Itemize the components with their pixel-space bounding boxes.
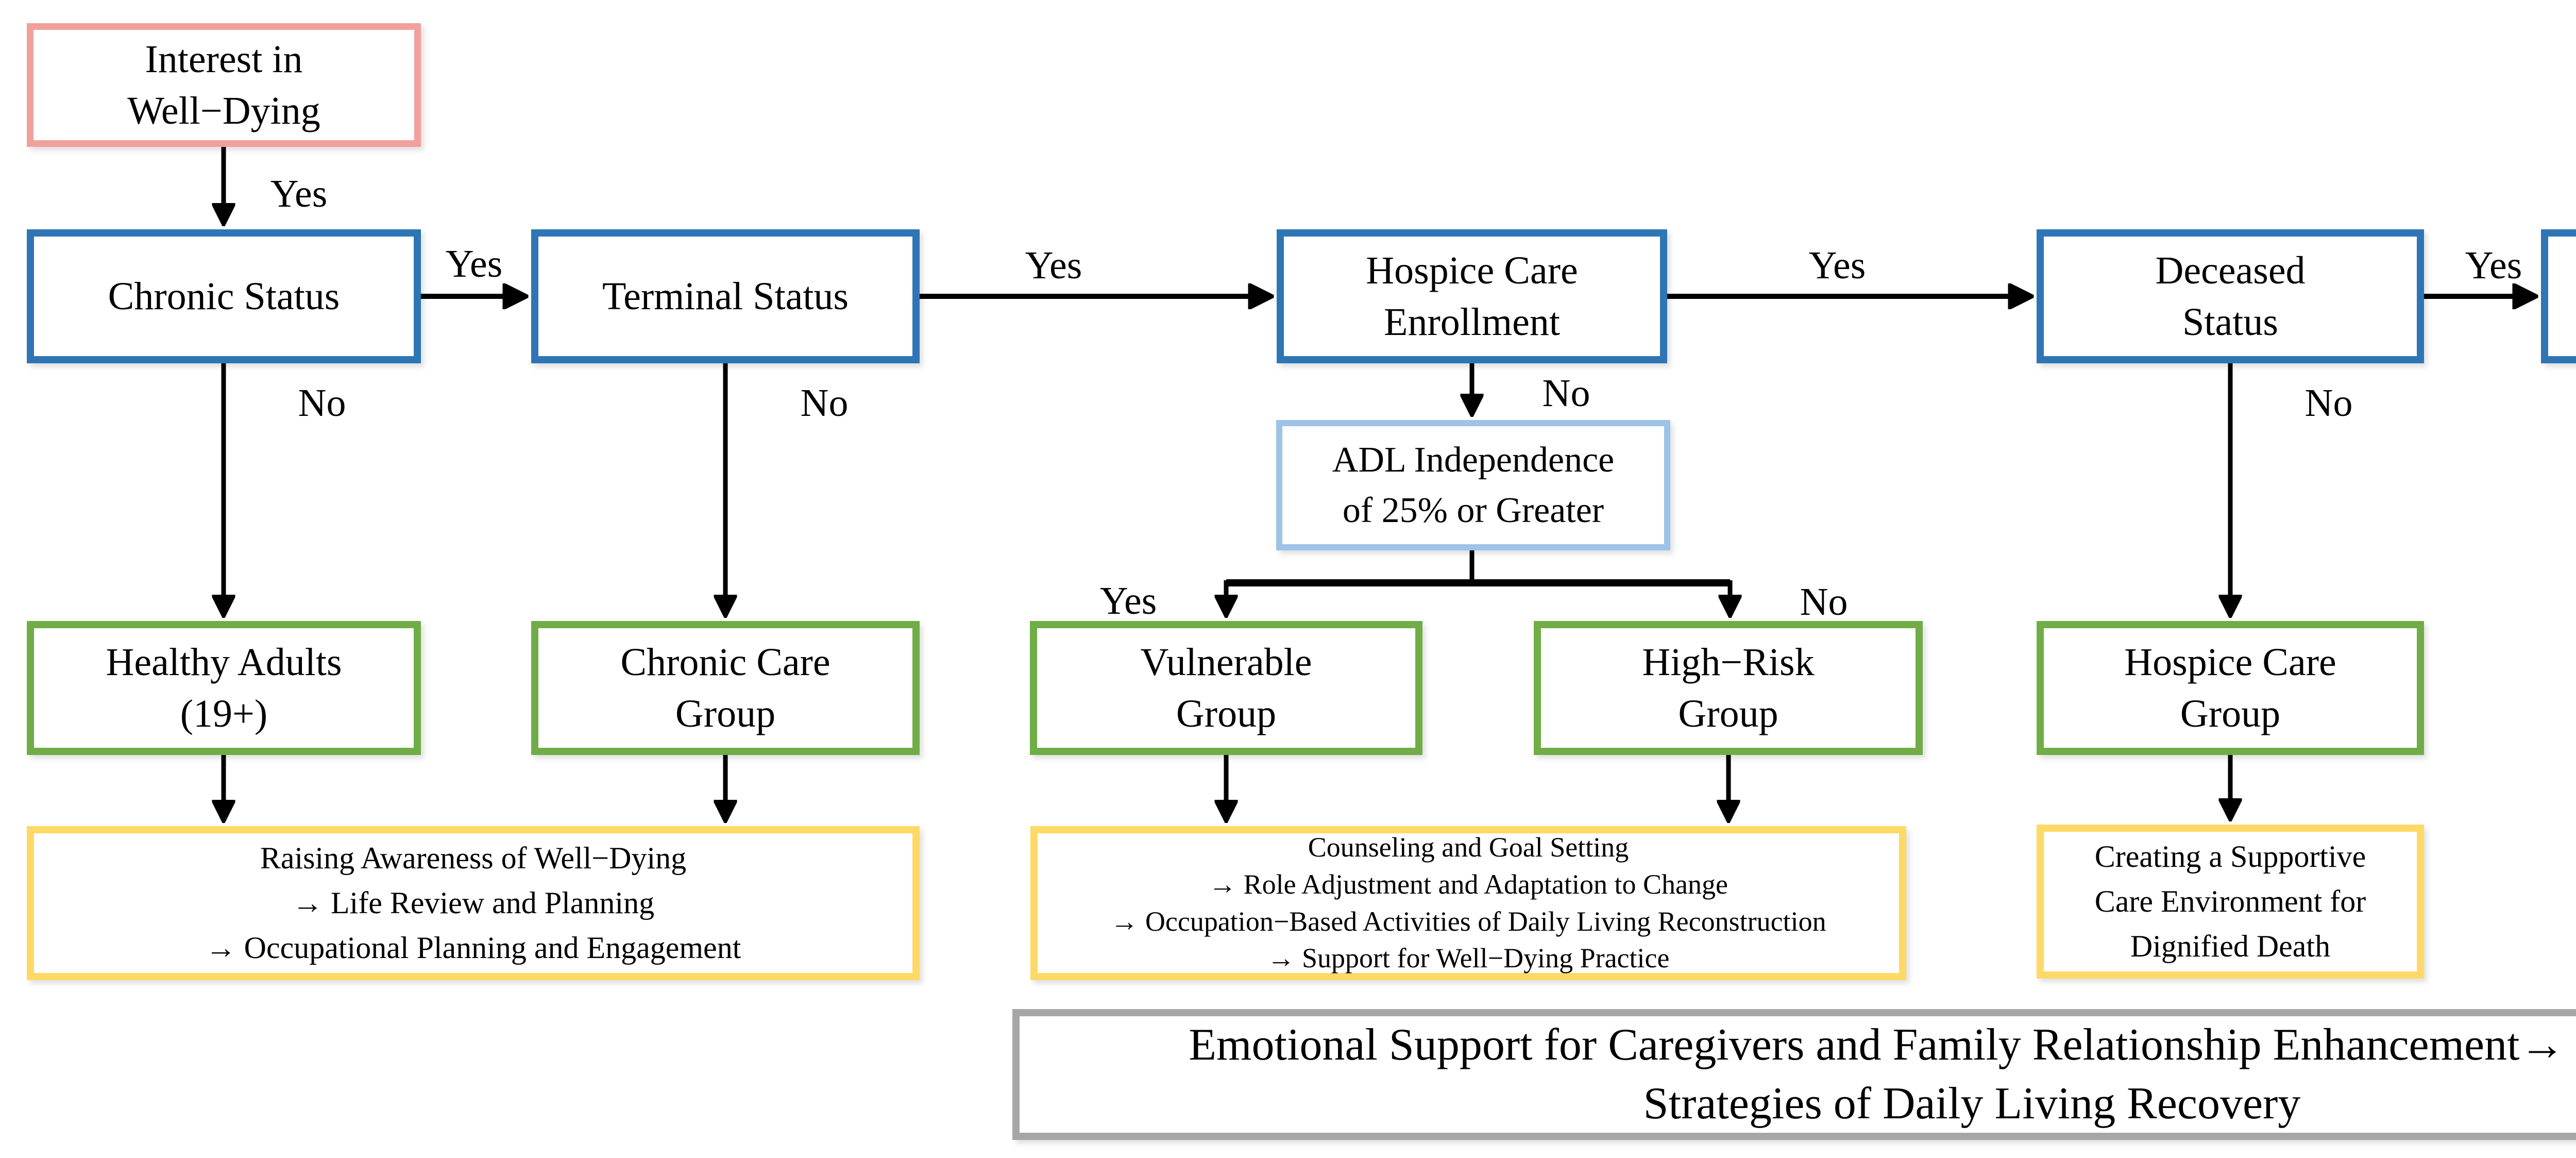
edge-label-yes-terminal: Yes [1025, 244, 1082, 287]
program-line: → Support for Well−Dying Practice [1267, 943, 1670, 974]
node-family-support-banner: Emotional Support for Caregivers and Fam… [1012, 1009, 2576, 1140]
program-line: Dignified Death [2130, 929, 2331, 963]
node-label: Hospice Care Enrollment [1366, 248, 1578, 344]
edge-label-yes-deceased: Yes [2465, 244, 2522, 287]
edge-label-no-chronic: No [298, 381, 346, 425]
node-adl-independence: ADL Independence of 25% or Greater [1276, 420, 1670, 550]
node-hospice-care-enrollment: Hospice Care Enrollment [1277, 229, 1667, 363]
node-interest-in-well-dying: Interest in Well−Dying [27, 23, 421, 147]
node-chronic-status: Chronic Status [27, 229, 421, 363]
edge-label-no-terminal: No [800, 381, 849, 425]
node-label: Vulnerable Group [1140, 640, 1312, 735]
node-awareness-program: Raising Awareness of Well−Dying → Life R… [27, 826, 920, 980]
node-label: High−Risk Group [1642, 640, 1815, 735]
node-label: Hospice Care Group [2124, 640, 2336, 735]
node-healthy-adults: Healthy Adults (19+) [27, 621, 421, 755]
node-label: Deceased Status [2155, 248, 2306, 344]
support-line: Strategies of Daily Living Recovery [1643, 1079, 2301, 1129]
program-line: → Role Adjustment and Adaptation to Chan… [1209, 868, 1728, 900]
node-label: Chronic Status [108, 274, 340, 318]
node-label: Chronic Care Group [620, 640, 831, 735]
node-terminal-status: Terminal Status [531, 229, 920, 363]
node-chronic-care-group: Chronic Care Group [531, 621, 920, 755]
program-line: → Occupational Planning and Engagement [205, 931, 741, 965]
support-line: Emotional Support for Caregivers and Fam… [1189, 1019, 2576, 1070]
edge-label-no-adl: No [1800, 580, 1848, 624]
node-deceased-status: Deceased Status [2037, 229, 2424, 363]
node-label: Healthy Adults (19+) [106, 640, 342, 735]
program-line: Raising Awareness of Well−Dying [260, 841, 687, 875]
node-label: Interest in Well−Dying [127, 37, 320, 132]
node-hospice-care-group: Hospice Care Group [2037, 621, 2424, 755]
edge-label-yes-interest: Yes [270, 172, 328, 215]
edge-label-yes-chronic: Yes [445, 242, 503, 286]
node-supportive-environment-program: Creating a Supportive Care Environment f… [2037, 825, 2424, 979]
program-line: Creating a Supportive [2094, 840, 2366, 874]
node-counseling-program: Counseling and Goal Setting → Role Adjus… [1030, 826, 1906, 980]
edge-label-no-deceased: No [2304, 381, 2353, 425]
program-line: Counseling and Goal Setting [1308, 831, 1629, 863]
node-high-risk-group: High−Risk Group [1534, 621, 1923, 755]
node-vulnerable-group: Vulnerable Group [1030, 621, 1422, 755]
node-label: ADL Independence of 25% or Greater [1332, 440, 1615, 530]
edge-label-no-hospice: No [1542, 372, 1590, 415]
edge-label-yes-hospice: Yes [1808, 244, 1866, 287]
program-line: → Life Review and Planning [292, 886, 655, 920]
program-line: Care Environment for [2094, 884, 2366, 918]
program-line: → Occupation−Based Activities of Daily L… [1110, 905, 1826, 937]
edge-label-yes-adl: Yes [1099, 579, 1157, 623]
node-label: Terminal Status [602, 274, 849, 318]
node-dignified-end: Dignified End [2541, 229, 2576, 363]
